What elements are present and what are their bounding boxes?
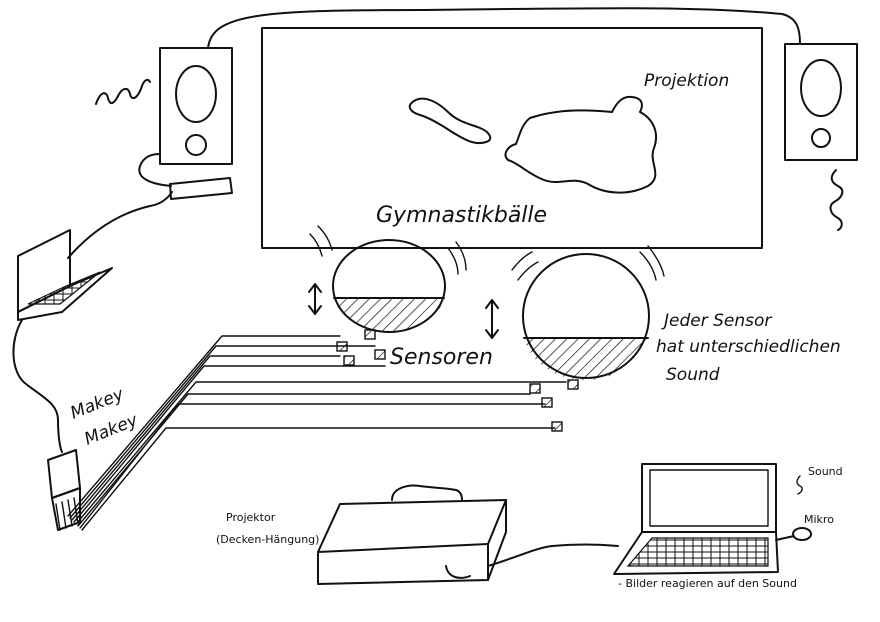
label-projection: Projektion	[644, 72, 729, 91]
speaker-left	[160, 48, 232, 164]
sound-wave-right	[831, 170, 843, 230]
makey-makey-board	[48, 450, 80, 530]
label-sensor-note-3: Sound	[666, 366, 720, 385]
projection-shape-right	[506, 97, 656, 193]
label-sensor-note-1: Jeder Sensor	[664, 312, 771, 331]
label-gymnastics-balls: Gymnastikbälle	[376, 204, 547, 228]
audio-interface	[170, 178, 232, 199]
label-images-react: - Bilder reagieren auf den Sound	[618, 578, 797, 590]
cable-laptop-to-makey	[13, 320, 62, 452]
gymnastics-ball-left	[310, 226, 466, 332]
cable-laptop-to-interface	[68, 192, 172, 258]
sound-wave-small	[797, 476, 802, 494]
label-projector-mount: (Decken-Hängung)	[216, 534, 319, 546]
microphone	[776, 528, 811, 540]
bounce-arrow-right	[486, 300, 498, 338]
label-microphone: Mikro	[804, 514, 834, 526]
laptop-right	[614, 464, 778, 574]
speaker-right	[785, 44, 857, 160]
label-sensor-note-2: hat unterschiedlichen	[656, 338, 841, 357]
label-sound: Sound	[808, 466, 843, 478]
projector	[318, 486, 506, 584]
laptop-left	[18, 230, 112, 320]
cable-interface-to-speaker	[139, 154, 171, 186]
gymnastics-ball-right	[512, 246, 664, 380]
label-sensors: Sensoren	[390, 346, 493, 370]
label-projector: Projektor	[226, 512, 275, 524]
projection-shape-left	[410, 99, 491, 143]
sound-wave-left	[96, 80, 150, 104]
bounce-arrow-left	[309, 284, 321, 314]
cable-projector-to-laptop	[488, 545, 618, 567]
